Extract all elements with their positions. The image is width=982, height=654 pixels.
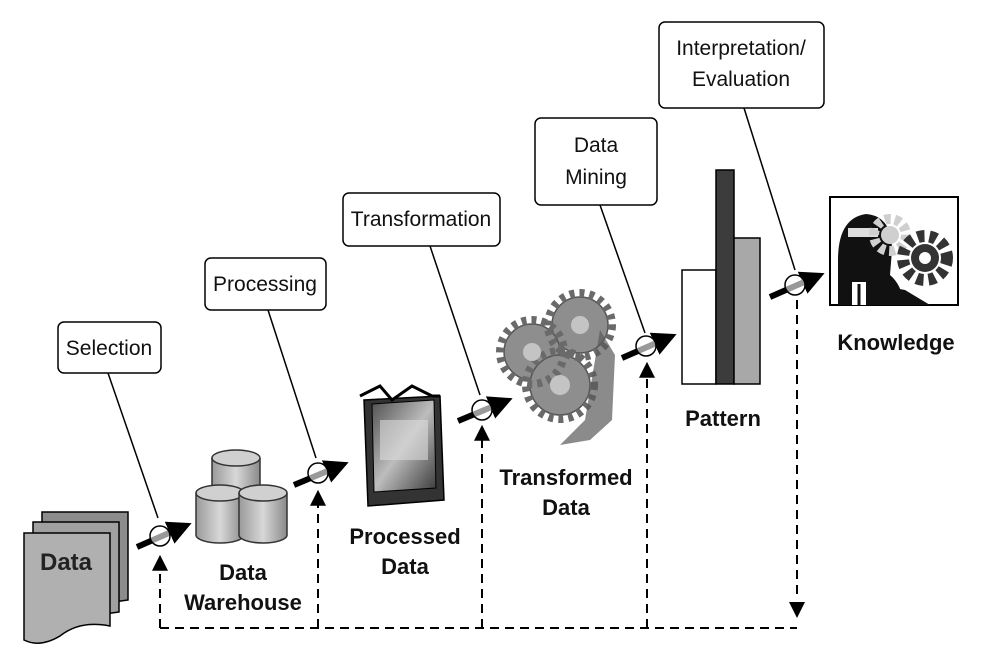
data-label: Data [40, 549, 93, 576]
interpretation-label-line2: Evaluation [692, 68, 790, 91]
bar-chart-icon [681, 169, 761, 385]
warehouse-label-line2: Warehouse [184, 590, 302, 615]
data-mining-label-line2: Mining [565, 166, 627, 189]
documents-icon: Data [23, 511, 129, 644]
step-box-processing: Processing [204, 257, 327, 311]
processed-label-line2: Data [381, 554, 429, 579]
database-icon [195, 449, 288, 544]
step-box-transformation: Transformation [342, 192, 501, 247]
data-mining-label-line1: Data [574, 134, 619, 157]
step-box-selection: Selection [57, 321, 162, 374]
processed-data-icon [359, 384, 445, 507]
pattern-label: Pattern [685, 406, 761, 431]
transformed-label-line1: Transformed [499, 465, 632, 490]
knowledge-icon [829, 196, 959, 306]
step-box-interpretation: Interpretation/ Evaluation [658, 21, 825, 109]
processing-label: Processing [213, 273, 317, 296]
interpretation-label-line1: Interpretation/ [676, 37, 806, 60]
transition-interpretation [768, 271, 825, 300]
transition-mining [620, 332, 677, 361]
transition-transformation [456, 396, 513, 424]
feedback-loop [152, 300, 798, 629]
knowledge-label: Knowledge [837, 330, 954, 355]
selection-label: Selection [66, 337, 152, 360]
feedback-down-arrowhead [789, 602, 805, 618]
transformed-label-line2: Data [542, 495, 590, 520]
transition-processing [292, 460, 349, 488]
transition-selection [135, 521, 192, 550]
warehouse-label-line1: Data [219, 560, 267, 585]
processed-label-line1: Processed [349, 524, 460, 549]
leader-lines [107, 107, 796, 519]
transformation-label: Transformation [351, 208, 491, 231]
step-box-data-mining: Data Mining [534, 117, 658, 206]
gears-icon [496, 289, 616, 445]
